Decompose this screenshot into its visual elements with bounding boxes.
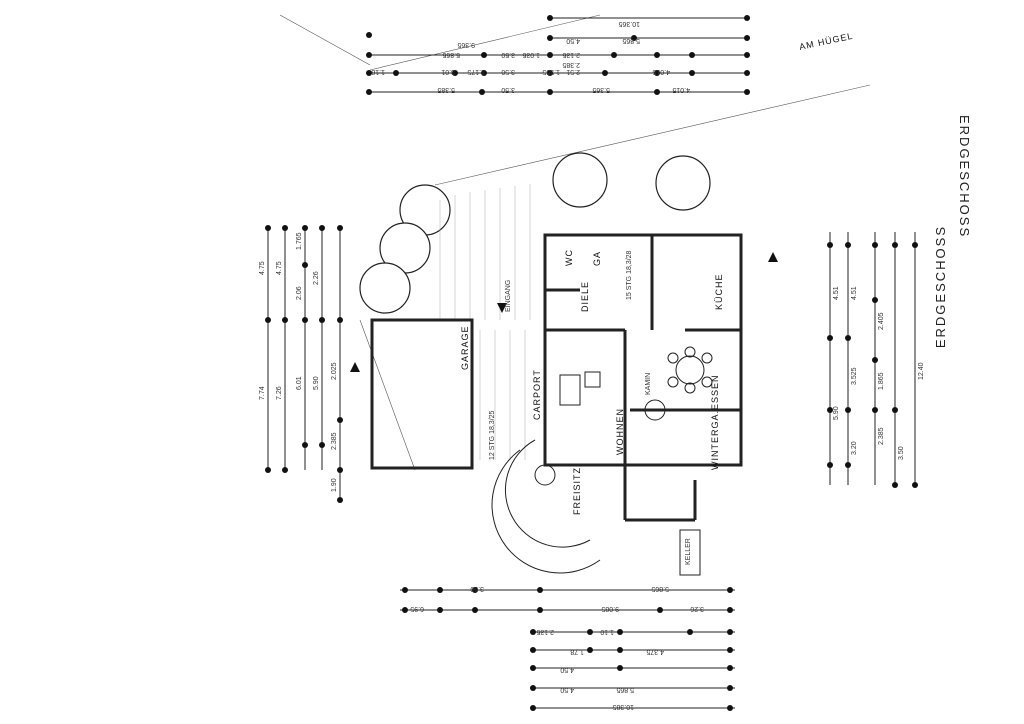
dim-text: 2.51 (566, 68, 580, 75)
dim-text: 4.75 (276, 261, 283, 275)
dim-text: 9.365 (457, 41, 475, 48)
dim-text: 2.135 (536, 628, 554, 635)
dim-text: 5.865 (616, 686, 634, 693)
dim-text: 10.385 (612, 703, 634, 710)
dim-text: 1.90 (331, 478, 338, 492)
room-kueche: KÜCHE (714, 273, 724, 310)
cellar-stair (679, 529, 701, 576)
room-wc: WC (564, 249, 574, 266)
dim-text: 12.40 (918, 362, 925, 380)
room-freisitz: FREISITZ (572, 467, 582, 515)
room-kamin: KAMIN (645, 373, 652, 395)
stair-label: 15 STG 18,3/28 (626, 250, 633, 300)
dim-text: 2.025 (331, 362, 338, 380)
dim-text: 5.365 (592, 86, 610, 93)
dim-text: 2.135 (562, 51, 580, 58)
patio-table (534, 464, 556, 486)
spiral-terrace-inner (504, 439, 591, 548)
dim-text: 5.865 (442, 51, 460, 58)
room-essen: ESSEN (710, 374, 720, 410)
dimension-chain-bottom: 5.865 9.085 6.95 3.50 2.135 1.78 1.10 3.… (400, 585, 735, 711)
dim-text: 4.50 (560, 686, 574, 693)
dimension-chain-top: 10.365 4.50 5.865 9.365 5.865 3.50 2.135… (366, 15, 750, 95)
dim-text: 3.50 (470, 585, 484, 592)
stair-label-outer: 12 STG 18,3/25 (489, 410, 496, 460)
dim-text: 2.06 (296, 286, 303, 300)
street-label: AM HÜGEL (798, 31, 854, 52)
title-erdgeschoss-1: ERDGESCHOSS (957, 115, 972, 238)
room-wintergarten: WINTERGA. (710, 410, 720, 470)
dim-text: 1.765 (296, 232, 303, 250)
room-labels: WC GA DIELE KÜCHE ESSEN WOHNEN KAMIN WIN… (460, 249, 724, 565)
dim-text: 9.085 (601, 605, 619, 612)
fireplace (644, 399, 666, 421)
dim-text: 7.26 (276, 386, 283, 400)
dim-text: 3.01 (441, 68, 455, 75)
armchair (584, 371, 601, 388)
dim-text: 2.385 (562, 61, 580, 68)
dim-text: 3.525 (851, 367, 858, 385)
dim-text: 4.015 (652, 68, 670, 75)
dining-table (667, 346, 713, 394)
property-line (359, 319, 416, 471)
dim-text: 2.26 (313, 271, 320, 285)
dim-text: 4.015 (672, 86, 690, 93)
room-garage: GARAGE (460, 325, 470, 370)
dim-text: 2.385 (878, 427, 885, 445)
spiral-terrace (491, 449, 601, 574)
dim-text: 6.95 (410, 605, 424, 612)
dim-text: 1.10 (600, 628, 614, 635)
dim-text: 3.50 (501, 68, 515, 75)
dim-text: 1.555 (542, 68, 560, 75)
dim-text: 10.365 (618, 20, 640, 27)
dim-text: 4.51 (851, 286, 858, 300)
dim-text: 6.01 (296, 376, 303, 390)
dim-text: 2.385 (331, 432, 338, 450)
room-carport: CARPORT (532, 369, 542, 420)
room-diele: DIELE (580, 281, 590, 312)
dim-text: 4.50 (566, 37, 580, 44)
property-line (369, 14, 601, 71)
entrance-marker-icon (497, 303, 507, 313)
room-keller: KELLER (685, 538, 692, 565)
dim-text: 5.90 (833, 406, 840, 420)
dim-text: 5.90 (313, 376, 320, 390)
section-marker-icon (350, 362, 360, 372)
dim-text: 4.375 (646, 648, 664, 655)
property-line (279, 14, 371, 66)
trees (359, 152, 711, 314)
terrace-hatch (439, 184, 531, 460)
dim-text: 3.20 (851, 441, 858, 455)
sofa (559, 374, 581, 406)
dim-text: 2.405 (878, 312, 885, 330)
dim-text: 3.50 (501, 86, 515, 93)
title-erdgeschoss-2: ERDGESCHOSS (933, 225, 948, 348)
dim-text: 7.74 (259, 386, 266, 400)
house-walls (370, 233, 743, 522)
dim-text: 5.865 (651, 585, 669, 592)
dimension-chain-right: 4.51 4.51 2.405 3.525 1.865 5.90 3.20 2.… (827, 232, 925, 488)
dim-text: 4.75 (259, 261, 266, 275)
room-eingang: EINGANG (505, 280, 512, 312)
dim-text: 1.865 (878, 372, 885, 390)
dim-text: 1.18 (371, 68, 385, 75)
section-marker-icon (768, 252, 778, 262)
dim-text: 1.78 (570, 648, 584, 655)
dim-text: 1.035 (522, 51, 540, 58)
dim-text: 3.50 (898, 446, 905, 460)
dim-text: 3.26 (690, 605, 704, 612)
dim-text: 1.175 (467, 68, 485, 75)
dim-text: 3.50 (501, 51, 515, 58)
title-vertical: ERDGESCHOSS ERDGESCHOSS (933, 115, 972, 348)
room-ga: GA (592, 251, 602, 266)
dim-text: 4.51 (833, 286, 840, 300)
dim-text: 5.865 (622, 37, 640, 44)
room-wohnen: WOHNEN (615, 408, 625, 455)
dim-text: 4.50 (560, 666, 574, 673)
property-line (434, 84, 871, 186)
dimension-chain-left: 4.75 4.75 1.765 2.06 2.26 7.74 7.26 6.01… (259, 225, 343, 503)
dim-text: 5.385 (437, 86, 455, 93)
